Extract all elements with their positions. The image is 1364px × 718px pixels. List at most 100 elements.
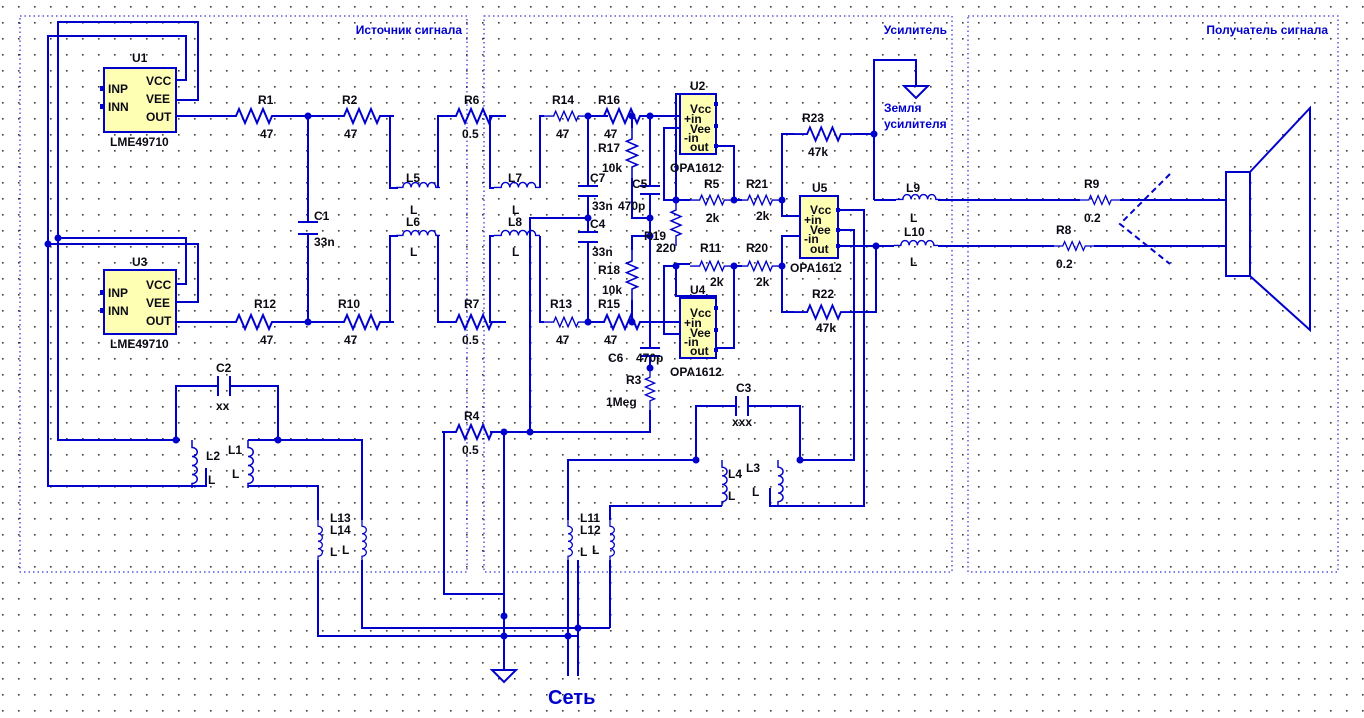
resistor-r8[interactable]: R80.2 bbox=[1054, 223, 1094, 271]
junction-dots bbox=[44, 112, 880, 640]
svg-text:OUT: OUT bbox=[146, 110, 172, 124]
svg-text:INN: INN bbox=[108, 100, 129, 114]
resistor-r7[interactable]: R70.5 bbox=[442, 297, 506, 347]
resistor-r3[interactable]: R3 1Meg bbox=[606, 368, 656, 410]
svg-text:xxx: xxx bbox=[732, 415, 752, 429]
svg-text:L: L bbox=[580, 545, 587, 559]
svg-text:out: out bbox=[690, 344, 709, 358]
svg-text:R5: R5 bbox=[704, 177, 720, 191]
svg-text:C6: C6 bbox=[608, 351, 624, 365]
svg-text:R3: R3 bbox=[626, 373, 642, 387]
svg-text:Vee: Vee bbox=[690, 122, 711, 136]
chip-u1[interactable]: INP INN VCC VEE OUT U1 LME49710 bbox=[100, 51, 177, 149]
resistor-r6[interactable]: R60.5 bbox=[442, 93, 506, 141]
inductor-l8[interactable]: L8L bbox=[494, 215, 540, 259]
svg-text:VCC: VCC bbox=[146, 74, 172, 88]
chip-u2[interactable]: Vcc +in Vee -in out U2 OPA1612 bbox=[670, 79, 722, 175]
wires bbox=[47, 21, 1311, 676]
svg-text:Vcc: Vcc bbox=[690, 306, 712, 320]
inductor-l9[interactable]: L9L bbox=[896, 181, 940, 225]
amplifier-section-frame bbox=[483, 15, 953, 573]
inductor-l7[interactable]: L7L bbox=[494, 171, 540, 217]
svg-text:L12: L12 bbox=[580, 523, 601, 537]
source-section-title: Источник сигнала bbox=[356, 23, 463, 37]
resistor-r9[interactable]: R9 0.2 bbox=[1080, 177, 1120, 225]
chip-u3[interactable]: INP INN VCC VEE OUT U3 LME49710 bbox=[100, 255, 177, 351]
inductor-l5[interactable]: L5L bbox=[396, 171, 440, 217]
svg-text:L: L bbox=[728, 489, 735, 503]
svg-text:out: out bbox=[690, 140, 709, 154]
svg-text:L10: L10 bbox=[904, 225, 925, 239]
svg-text:R9: R9 bbox=[1084, 177, 1100, 191]
svg-text:L1: L1 bbox=[228, 443, 242, 457]
svg-text:R16: R16 bbox=[598, 93, 620, 107]
resistor-r16[interactable]: R16 47 bbox=[590, 93, 654, 141]
amp-ground-label-line2: усилителя bbox=[884, 117, 947, 131]
inductor-l2[interactable]: L2L bbox=[191, 440, 220, 488]
inductor-l1[interactable]: L1L bbox=[228, 440, 255, 488]
svg-text:L3: L3 bbox=[746, 461, 760, 475]
svg-text:R13: R13 bbox=[550, 297, 572, 311]
svg-text:L: L bbox=[910, 211, 917, 225]
svg-text:0.2: 0.2 bbox=[1084, 211, 1101, 225]
svg-text:INN: INN bbox=[108, 304, 129, 318]
svg-text:33n: 33n bbox=[592, 199, 613, 213]
svg-text:470p: 470p bbox=[636, 351, 663, 365]
svg-text:L: L bbox=[512, 245, 519, 259]
inductor-l4[interactable]: L4L bbox=[721, 460, 742, 506]
svg-text:47: 47 bbox=[604, 333, 618, 347]
svg-text:47: 47 bbox=[604, 127, 618, 141]
chip-u4[interactable]: Vcc +in Vee -in out U4 OPA1612 bbox=[670, 283, 722, 379]
ground-symbols bbox=[489, 85, 931, 684]
u3-ref: U3 bbox=[132, 255, 148, 269]
svg-text:L7: L7 bbox=[508, 171, 522, 185]
svg-text:47k: 47k bbox=[816, 321, 836, 335]
u2-ref: U2 bbox=[690, 79, 706, 93]
resistor-r22[interactable]: R22 47k bbox=[794, 287, 854, 335]
svg-text:47k: 47k bbox=[808, 145, 828, 159]
capacitor-c6[interactable]: C6 470p bbox=[608, 347, 663, 365]
u3-part: LME49710 bbox=[110, 337, 169, 351]
svg-text:R2: R2 bbox=[342, 93, 358, 107]
svg-text:VCC: VCC bbox=[146, 278, 172, 292]
u2-part: OPA1612 bbox=[670, 161, 722, 175]
u4-part: OPA1612 bbox=[670, 365, 722, 379]
resistor-r4[interactable]: R40.5 bbox=[442, 409, 506, 457]
svg-text:R22: R22 bbox=[812, 287, 834, 301]
inductor-l6[interactable]: L6L bbox=[396, 215, 440, 259]
chip-u5[interactable]: Vcc +in Vee -in out U5 OPA1612 bbox=[790, 181, 842, 275]
main-ground-icon bbox=[489, 669, 519, 684]
svg-text:1Meg: 1Meg bbox=[606, 395, 637, 409]
svg-text:L: L bbox=[592, 543, 599, 557]
inductor-l3[interactable]: L3L bbox=[746, 460, 785, 506]
svg-text:47: 47 bbox=[344, 333, 358, 347]
svg-text:L: L bbox=[752, 485, 759, 499]
